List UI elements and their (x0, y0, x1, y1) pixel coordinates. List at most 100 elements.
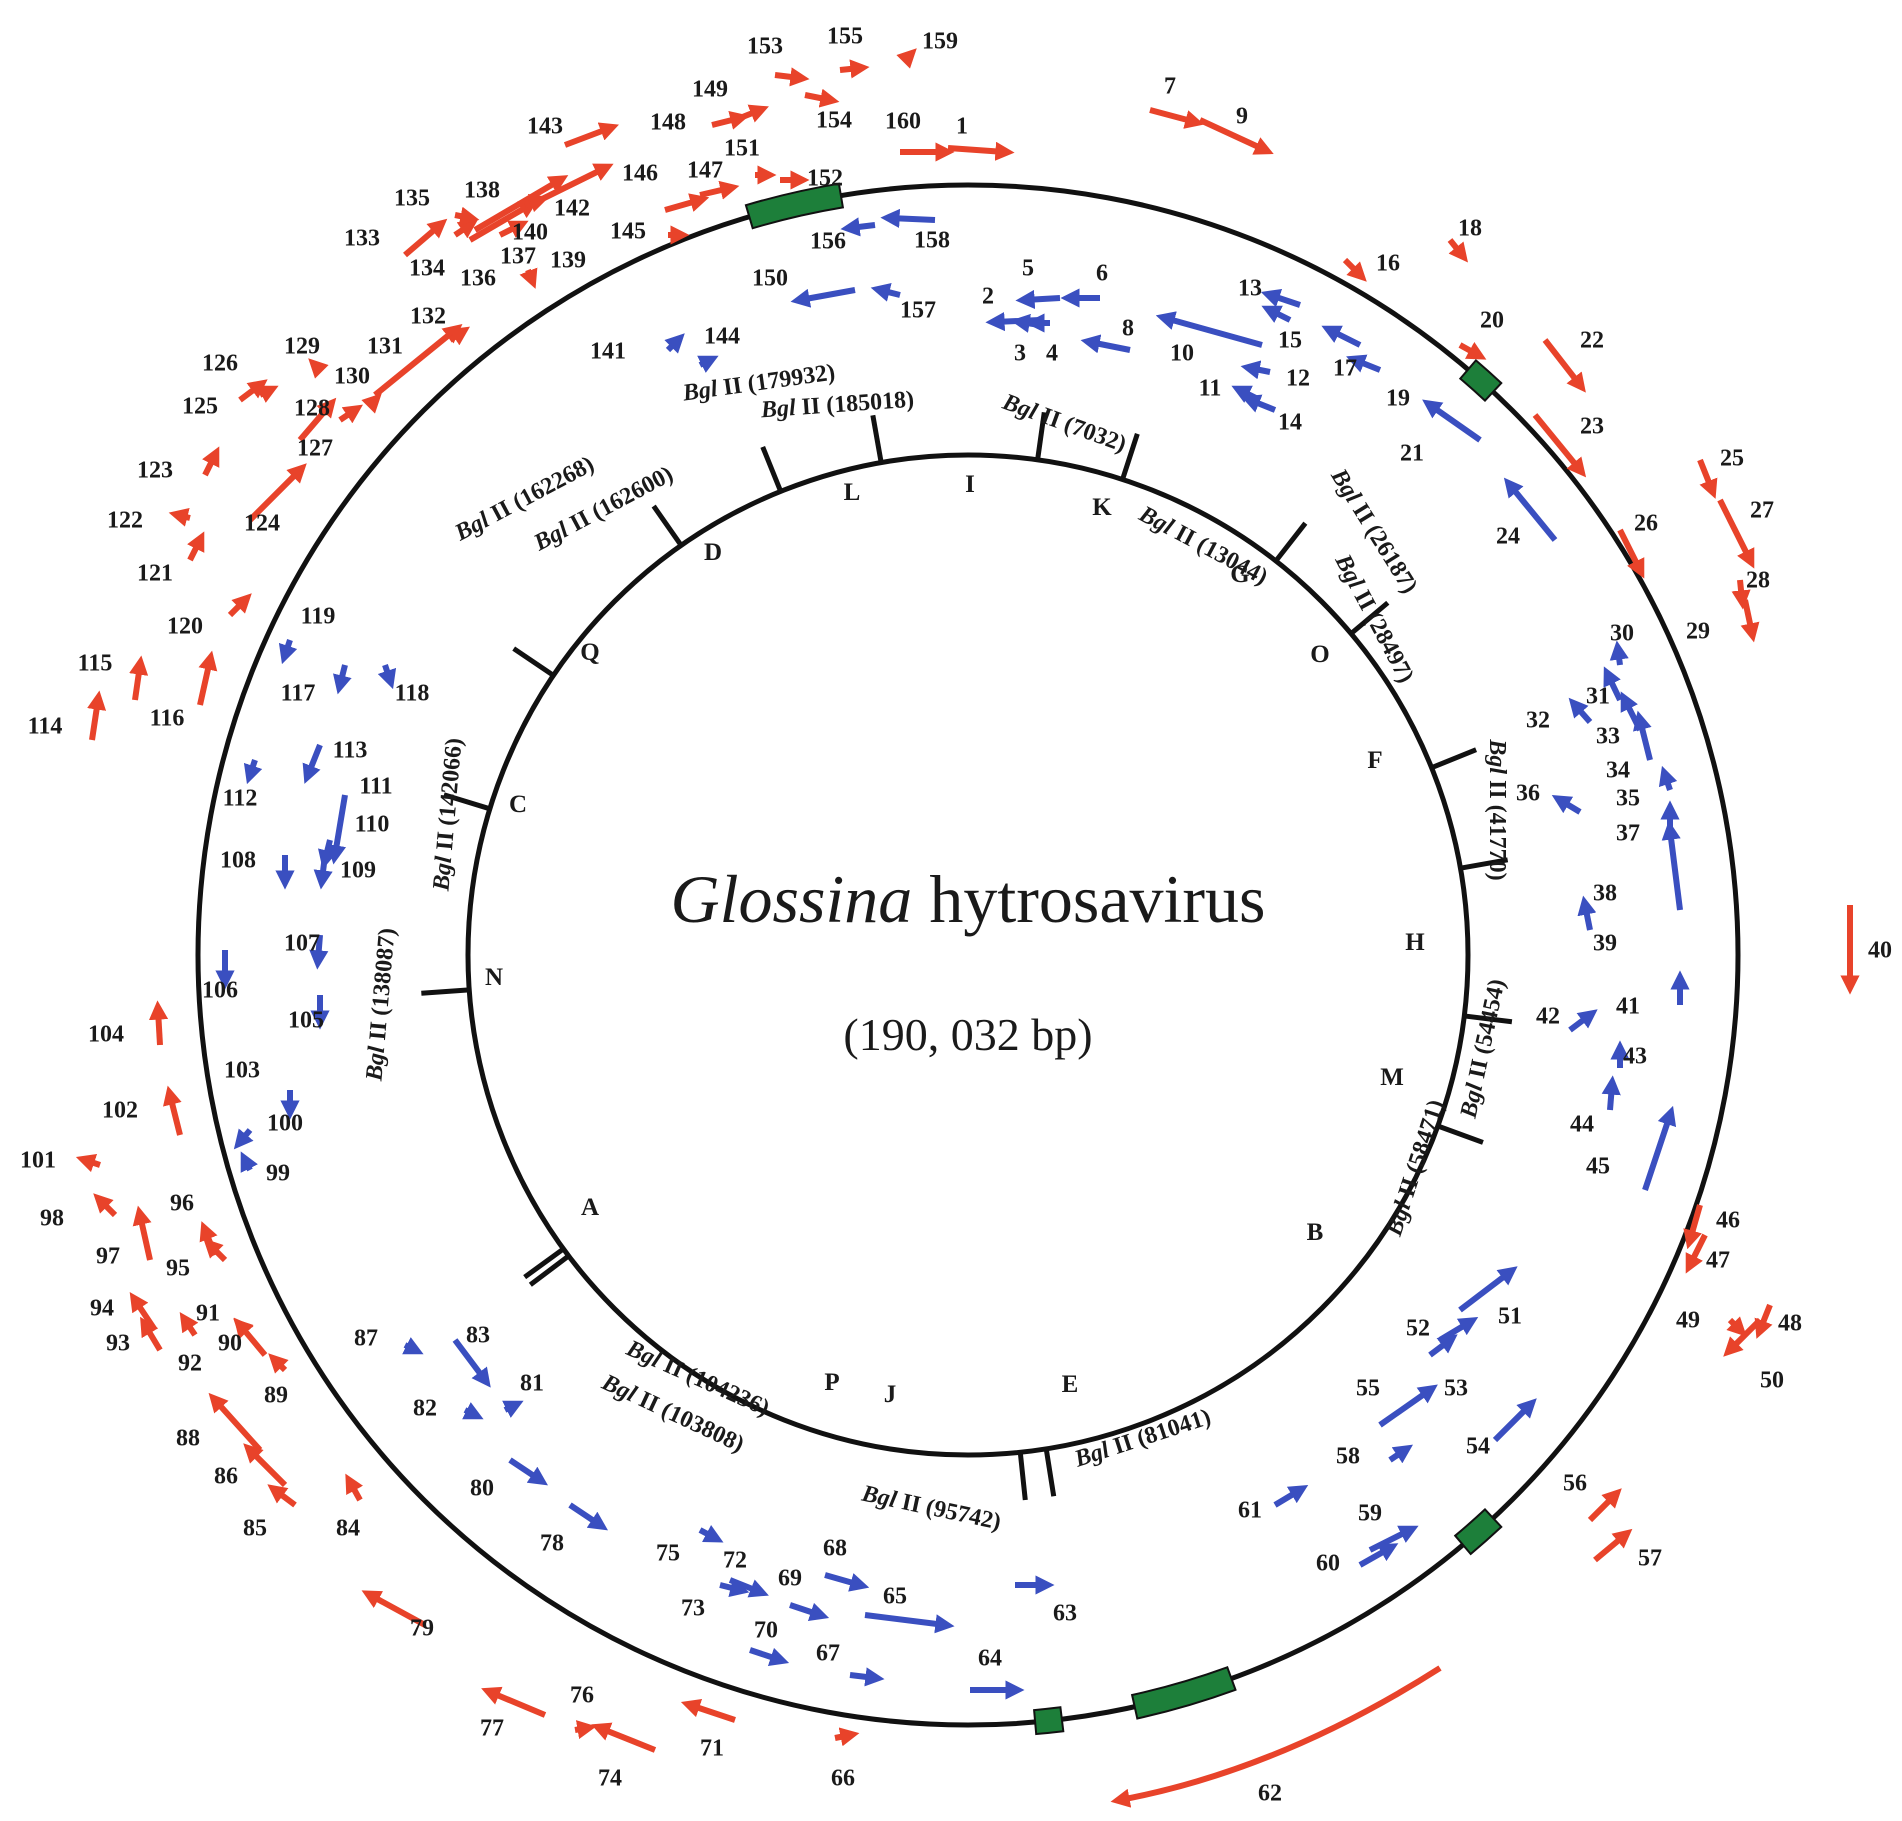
orf-arrow (199, 1221, 218, 1257)
segment-label: J (884, 1381, 897, 1408)
restriction-site-tick (528, 1253, 571, 1287)
orf-arrow (1368, 1525, 1419, 1553)
orf-label: 58 (1336, 1444, 1360, 1470)
site-position: (58471) (1399, 1097, 1449, 1183)
restriction-site-tick (421, 987, 470, 996)
segment-label: N (485, 964, 503, 991)
orf-arrow (208, 1392, 263, 1453)
orf-label: 70 (754, 1618, 778, 1644)
orf-label: 159 (922, 29, 958, 55)
orf-label: 56 (1563, 1471, 1587, 1497)
restriction-site-tick (1459, 857, 1509, 871)
restriction-site-tick (1017, 1451, 1028, 1501)
orf-label: 17 (1333, 356, 1357, 382)
orf-label: 96 (170, 1191, 194, 1217)
orf-arrow (1438, 1317, 1479, 1343)
site-position: (28497) (1357, 603, 1418, 688)
orf-arrow (197, 650, 218, 706)
orf-arrow (864, 1612, 955, 1634)
orf-label: 39 (1593, 931, 1617, 957)
bglii-site-label: Bgl II (54454) (1456, 977, 1511, 1122)
orf-label: 132 (410, 304, 446, 330)
orf-arrow (733, 104, 769, 123)
orf-label: 94 (90, 1296, 114, 1322)
orf-label: 47 (1706, 1248, 1730, 1274)
orf-arrow (227, 593, 252, 618)
enzyme-suffix: II (894, 1488, 924, 1519)
orf-label: 92 (178, 1351, 202, 1377)
enzyme-suffix: II (431, 830, 459, 857)
orf-label: 64 (978, 1646, 1002, 1672)
orf-label: 146 (622, 161, 658, 187)
orf-label: 139 (550, 248, 586, 274)
orf-label: 143 (527, 114, 563, 140)
bglii-site-label: Bgl II (41770) (1484, 738, 1510, 880)
orf-arrow (202, 446, 220, 477)
orf-arrow (1532, 413, 1587, 478)
orf-label: 51 (1498, 1304, 1522, 1330)
enzyme-name: Bgl (859, 1481, 900, 1514)
orf-arrow (297, 397, 337, 442)
orf-label: 27 (1750, 498, 1774, 524)
inner-restriction-circle (465, 452, 1471, 1458)
enzyme-name: Bgl (1456, 1081, 1489, 1122)
orf-arrow (1240, 360, 1271, 380)
orf-label: 13 (1238, 276, 1262, 302)
orf-arrow (1422, 399, 1482, 443)
orf-label: 28 (1746, 568, 1770, 594)
orf-label: 82 (413, 1396, 437, 1422)
segment-label: I (965, 471, 975, 498)
orf-arrow (1358, 1543, 1399, 1568)
orf-label: 116 (150, 706, 185, 732)
outer-genome-circle (195, 182, 1741, 1728)
enzyme-name: Bgl (1484, 738, 1510, 774)
orf-label: 120 (167, 614, 203, 640)
orf-label: 136 (460, 266, 496, 292)
genome-size: (190, 032 bp) (843, 1009, 1092, 1060)
segment-label: L (844, 479, 861, 506)
orf-label: 72 (723, 1548, 747, 1574)
enzyme-suffix: II (1484, 774, 1510, 799)
orf-label: 74 (598, 1766, 622, 1792)
bglii-site-label: Bgl II (142066) (428, 737, 467, 893)
orf-arrow (87, 690, 107, 741)
restriction-site-tick (1120, 433, 1140, 481)
enzyme-suffix: II (1463, 1057, 1494, 1087)
orf-label: 36 (1516, 781, 1540, 807)
orf-arrow (308, 358, 329, 379)
orf-arrow (1577, 895, 1597, 931)
orf-label: 25 (1720, 446, 1744, 472)
orf-arrow (148, 1000, 169, 1046)
orf-arrow (338, 404, 363, 424)
orf-label: 57 (1638, 1546, 1662, 1572)
orf-arrow (790, 287, 856, 308)
orf-arrow (1447, 238, 1468, 263)
orf-arrow (1458, 341, 1487, 360)
orf-arrow (947, 141, 1015, 161)
orf-label: 150 (752, 266, 788, 292)
orf-arrow (568, 1502, 608, 1531)
orf-label: 12 (1286, 366, 1310, 392)
orf-label: 62 (1258, 1781, 1282, 1807)
orf-arrow (1015, 289, 1061, 310)
bglii-site-label: Bgl II (58471) (1381, 1097, 1450, 1240)
orf-arrow (1231, 385, 1262, 403)
orf-label: 21 (1400, 441, 1424, 467)
orf-label: 89 (264, 1383, 288, 1409)
orf-label: 107 (284, 931, 320, 957)
orf-arrow (1428, 1334, 1458, 1358)
orf-label: 126 (202, 351, 238, 377)
orf-label: 119 (301, 604, 336, 630)
restriction-site-tick (870, 414, 884, 464)
orf-arrow (574, 1720, 597, 1740)
segment-label: M (1380, 1064, 1404, 1091)
orf-arrow (318, 839, 337, 870)
segment-label: D (704, 539, 722, 566)
orf-label: 103 (224, 1058, 260, 1084)
orf-arrow (1593, 1528, 1633, 1563)
segment-label: A (581, 1194, 599, 1221)
orf-arrow (1388, 1444, 1413, 1464)
orf-label: 99 (266, 1161, 290, 1187)
orf-label: 68 (823, 1536, 847, 1562)
orf-arrow (1149, 107, 1205, 129)
